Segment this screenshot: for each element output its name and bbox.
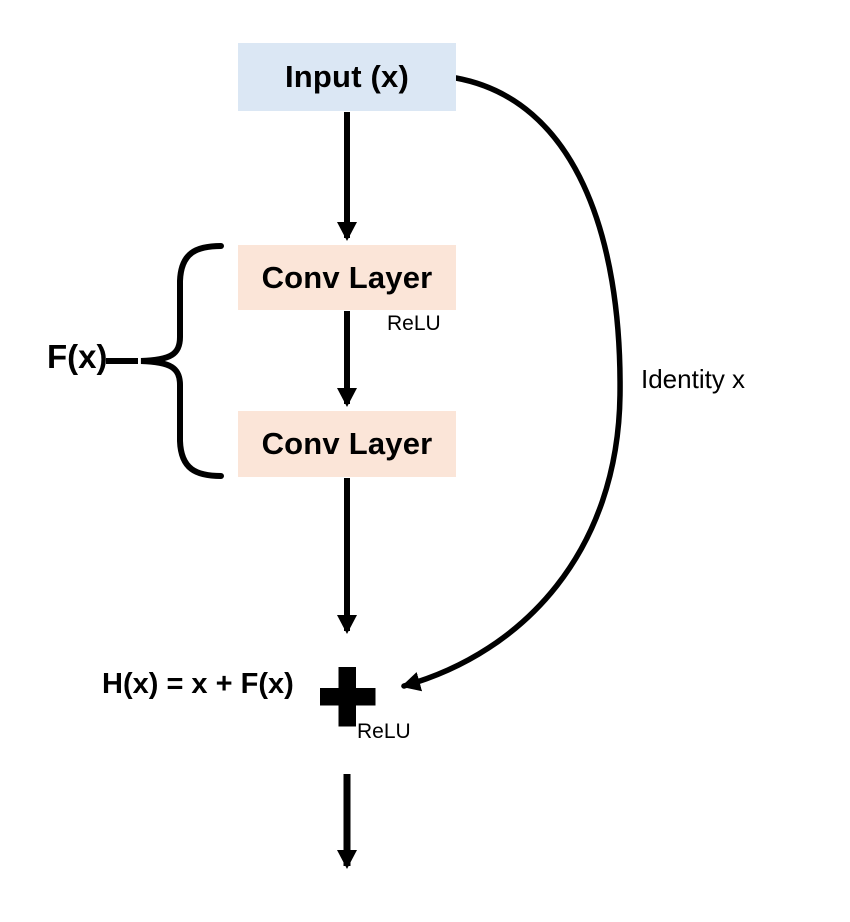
residual-function-label: F(x): [47, 338, 108, 375]
identity-skip-label: Identity x: [641, 364, 746, 394]
conv-layer-1-node: Conv Layer: [238, 245, 456, 310]
add-operator-icon: [320, 667, 376, 727]
fx-brace: [140, 243, 224, 479]
conv-layer-1-label: Conv Layer: [261, 259, 433, 295]
conv-layer-2-label: Conv Layer: [261, 426, 433, 461]
relu-label-after-add: ReLU: [357, 720, 411, 743]
conv-layer-2-node: Conv Layer: [238, 411, 456, 477]
input-node: Input (x): [238, 43, 456, 111]
relu-label-after-conv1: ReLU: [387, 312, 441, 335]
input-node-label: Input (x): [284, 59, 410, 94]
residual-equation-label: H(x) = x + F(x): [102, 668, 294, 700]
skip-connection-curve: [401, 75, 623, 692]
